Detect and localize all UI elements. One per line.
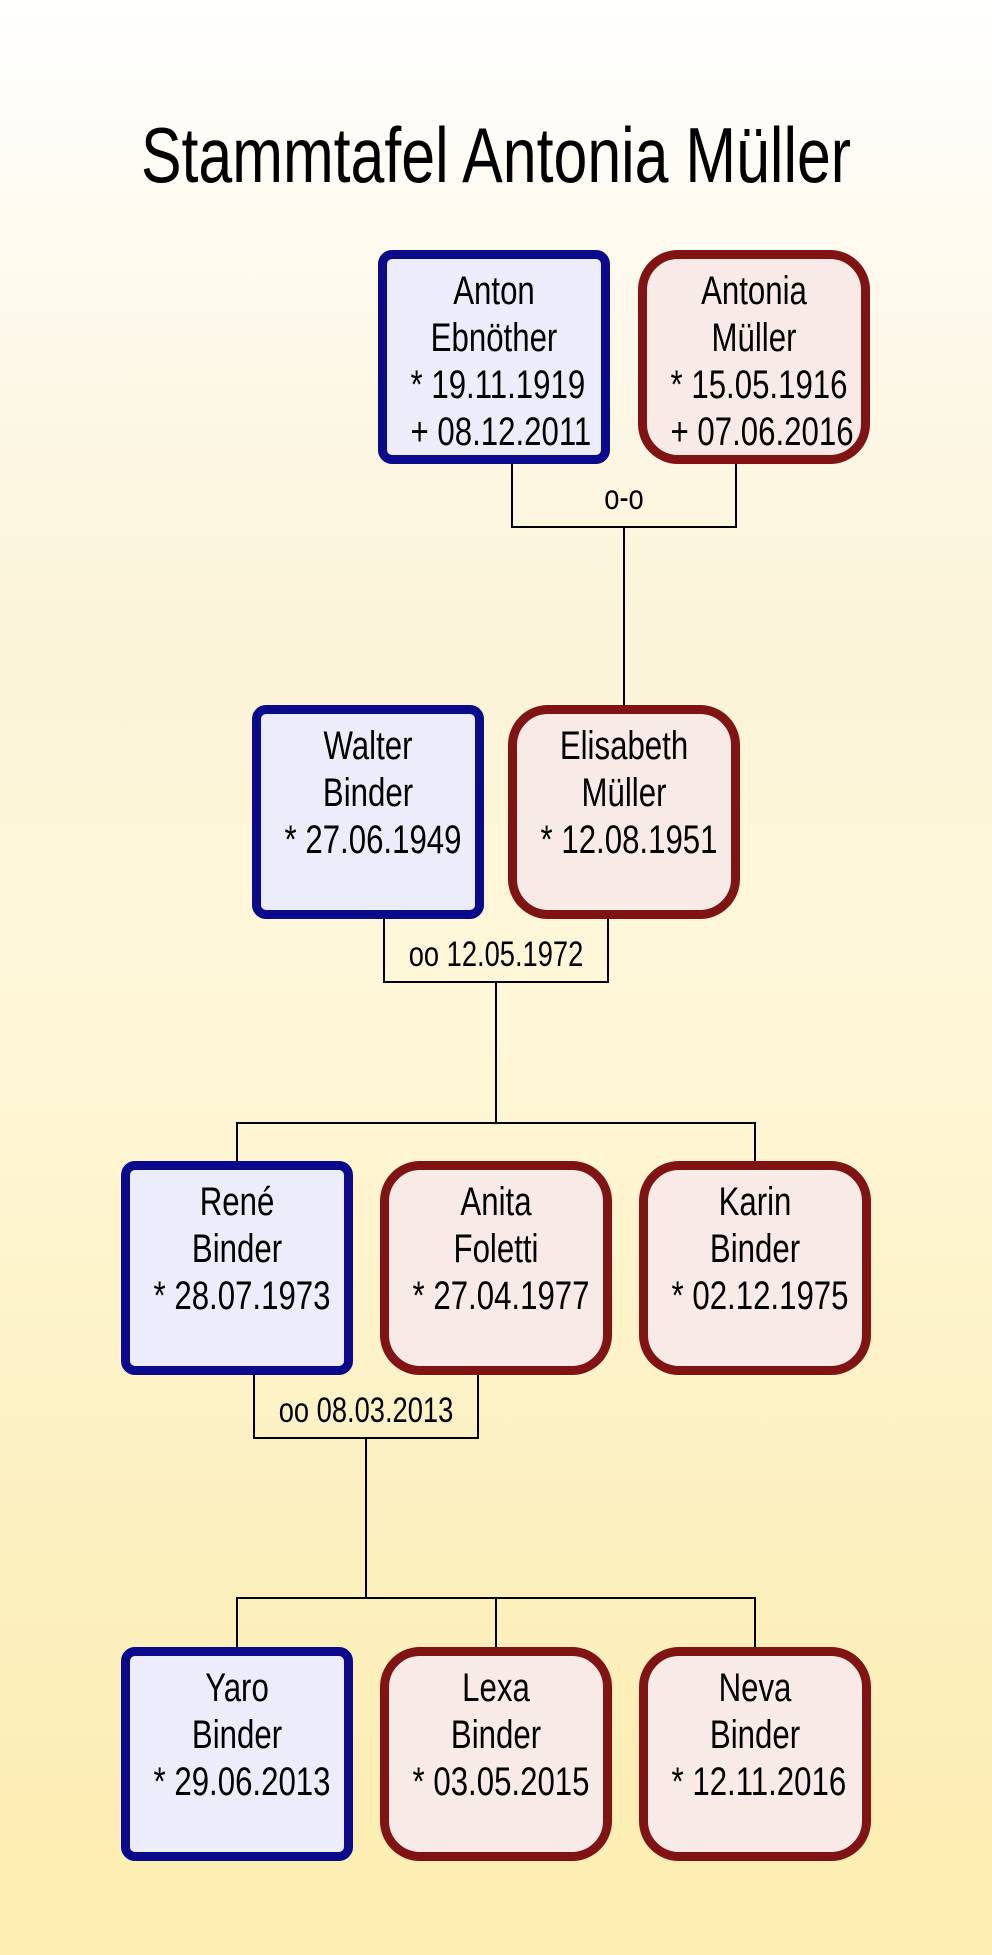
union-label-unmarried: o-o	[604, 478, 644, 517]
person-box-anita-foletti[interactable]: Anita Foletti * 27.04.1977	[380, 1161, 612, 1375]
birth-date: * 29.06.2013	[153, 1760, 331, 1804]
person-text: Walter Binder * 27.06.1949	[284, 723, 462, 864]
person-name-line: Müller	[711, 316, 797, 360]
person-name-line: Elisabeth	[559, 724, 689, 768]
person-box-lexa-binder[interactable]: Lexa Binder * 03.05.2015	[380, 1647, 612, 1861]
union-stub-line	[607, 919, 609, 983]
children-bracket-line	[236, 1122, 756, 1124]
union-stub-line	[735, 464, 737, 528]
person-name-line: Binder	[450, 1713, 542, 1757]
child-stub-line	[754, 1122, 756, 1162]
birth-date: * 02.12.1975	[671, 1274, 849, 1318]
birth-date: * 19.11.1919	[410, 363, 586, 407]
birth-date: * 27.06.1949	[284, 818, 462, 862]
person-name-line: Anita	[460, 1180, 532, 1224]
union-label-marriage-1972: oo 12.05.1972	[408, 935, 584, 974]
person-text: Elisabeth Müller * 12.08.1951	[540, 723, 718, 864]
person-name-line: Walter	[323, 724, 413, 768]
person-name-line: Müller	[581, 771, 667, 815]
person-box-anton-ebnoether[interactable]: Anton Ebnöther * 19.11.1919 + 08.12.2011	[378, 250, 610, 464]
person-name-line: Binder	[191, 1227, 283, 1271]
person-name-line: Yaro	[205, 1666, 269, 1710]
union-stub-line	[477, 1375, 479, 1439]
person-name-line: Binder	[709, 1227, 801, 1271]
union-stub-line	[383, 919, 385, 983]
person-box-walter-binder[interactable]: Walter Binder * 27.06.1949	[252, 705, 484, 919]
person-text: Neva Binder * 12.11.2016	[671, 1665, 847, 1806]
person-name-line: Anton	[453, 269, 535, 313]
person-name-line: Foletti	[453, 1227, 539, 1271]
person-name-line: Binder	[709, 1713, 801, 1757]
person-name-line: Lexa	[462, 1666, 530, 1710]
descent-line	[623, 526, 625, 706]
child-stub-line	[754, 1597, 756, 1648]
birth-date: * 12.11.2016	[671, 1760, 847, 1804]
child-stub-line	[236, 1122, 238, 1162]
page-title: Stammtafel Antonia Müller	[140, 111, 852, 199]
birth-date: * 12.08.1951	[540, 818, 718, 862]
person-box-antonia-mueller[interactable]: Antonia Müller * 15.05.1916 + 07.06.2016	[638, 250, 870, 464]
person-text: René Binder * 28.07.1973	[153, 1179, 331, 1320]
person-name-line: Binder	[191, 1713, 283, 1757]
birth-date: * 28.07.1973	[153, 1274, 331, 1318]
birth-date: * 27.04.1977	[412, 1274, 590, 1318]
person-box-yaro-binder[interactable]: Yaro Binder * 29.06.2013	[121, 1647, 353, 1861]
union-stub-line	[253, 1375, 255, 1439]
descent-line	[365, 1437, 367, 1599]
person-name-line: René	[199, 1180, 275, 1224]
union-label-marriage-2013: oo 08.03.2013	[278, 1391, 454, 1430]
union-stub-line	[511, 464, 513, 528]
person-text: Lexa Binder * 03.05.2015	[412, 1665, 590, 1806]
person-text: Antonia Müller * 15.05.1916 + 07.06.2016	[670, 268, 854, 456]
person-text: Anita Foletti * 27.04.1977	[412, 1179, 590, 1320]
person-box-neva-binder[interactable]: Neva Binder * 12.11.2016	[639, 1647, 871, 1861]
birth-date: * 03.05.2015	[412, 1760, 590, 1804]
person-text: Karin Binder * 02.12.1975	[671, 1179, 849, 1320]
person-name-line: Ebnöther	[430, 316, 558, 360]
person-box-rene-binder[interactable]: René Binder * 28.07.1973	[121, 1161, 353, 1375]
child-stub-line	[236, 1597, 238, 1648]
person-name-line: Binder	[322, 771, 414, 815]
person-text: Anton Ebnöther * 19.11.1919 + 08.12.2011	[410, 268, 592, 456]
person-name-line: Neva	[718, 1666, 792, 1710]
death-date: + 07.06.2016	[670, 410, 854, 454]
birth-date: * 15.05.1916	[670, 363, 848, 407]
person-name-line: Antonia	[701, 269, 807, 313]
death-date: + 08.12.2011	[410, 410, 592, 454]
person-box-elisabeth-mueller[interactable]: Elisabeth Müller * 12.08.1951	[508, 705, 740, 919]
descent-line	[495, 981, 497, 1124]
person-text: Yaro Binder * 29.06.2013	[153, 1665, 331, 1806]
person-name-line: Karin	[718, 1180, 792, 1224]
child-stub-line	[495, 1597, 497, 1648]
person-box-karin-binder[interactable]: Karin Binder * 02.12.1975	[639, 1161, 871, 1375]
